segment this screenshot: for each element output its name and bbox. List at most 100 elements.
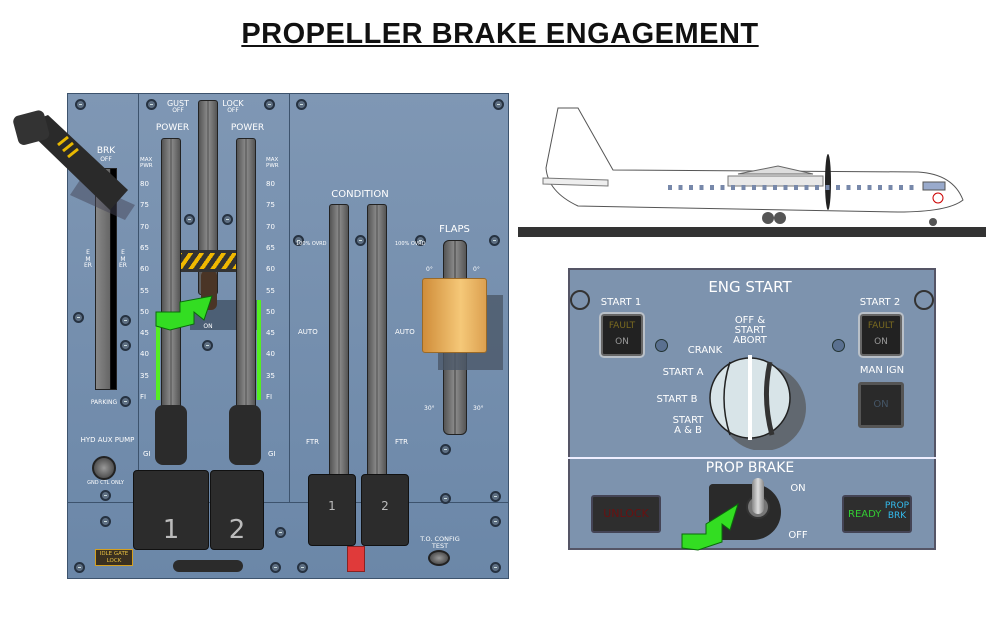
fastener-icon bbox=[570, 290, 590, 310]
screw bbox=[832, 339, 845, 352]
gust-label: GUST bbox=[166, 99, 190, 108]
screw bbox=[73, 312, 84, 323]
cond-ftr-right: FTR bbox=[395, 438, 409, 446]
condition-lever-2-number: 2 bbox=[381, 499, 389, 513]
power-lever-1-number: 1 bbox=[162, 515, 180, 545]
start1-button[interactable]: FAULT ON bbox=[601, 314, 643, 356]
power-scale-tick: 45 bbox=[266, 329, 275, 338]
power-scale-tick: 75 bbox=[266, 201, 275, 210]
screw bbox=[75, 99, 86, 110]
prop-brk-label: PROP BRK bbox=[884, 501, 910, 521]
start2-on-light: ON bbox=[874, 337, 888, 347]
aircraft-window bbox=[762, 185, 767, 190]
power-lever-2[interactable]: 2 bbox=[210, 470, 264, 550]
aircraft-window bbox=[741, 185, 746, 190]
fastener-icon bbox=[914, 290, 934, 310]
flaps-0-left: 0° bbox=[426, 266, 433, 273]
fuel-so-guard[interactable] bbox=[347, 546, 365, 572]
power-lever-track-2 bbox=[236, 138, 256, 413]
screw bbox=[490, 562, 501, 573]
screw bbox=[120, 340, 131, 351]
start1-fault-light: FAULT bbox=[608, 321, 636, 331]
reverse-handle[interactable] bbox=[173, 560, 243, 572]
aircraft-window bbox=[846, 185, 851, 190]
flaps-handle[interactable] bbox=[422, 278, 487, 353]
power-lever-shaft-1[interactable] bbox=[155, 405, 187, 465]
prop-brake-toggle-switch[interactable] bbox=[752, 478, 764, 514]
cond-auto-right: AUTO bbox=[395, 328, 415, 336]
screw bbox=[275, 527, 286, 538]
cond-ovrd-right: 100% OVRD bbox=[395, 241, 426, 247]
hyd-aux-pump-label: HYD AUX PUMP bbox=[80, 436, 135, 444]
screw bbox=[355, 235, 366, 246]
gi-label-left: GI bbox=[143, 450, 151, 458]
aircraft-window bbox=[794, 185, 798, 190]
to-config-test-label: T.O. CONFIG TEST bbox=[420, 535, 460, 550]
aircraft-window bbox=[720, 185, 725, 190]
power-range-left bbox=[156, 318, 160, 400]
green-arrow-icon bbox=[155, 295, 213, 331]
green-arrow-icon bbox=[681, 502, 739, 551]
brk-off-label: OFF bbox=[100, 156, 112, 163]
condition-lever-1[interactable]: 1 bbox=[308, 474, 356, 546]
condition-lever-track-1 bbox=[329, 204, 349, 479]
start2-fault-light: FAULT bbox=[867, 321, 895, 331]
power-scale-tick: 55 bbox=[140, 286, 149, 295]
brk-label: BRK bbox=[96, 146, 116, 156]
power-scale-tick: FI bbox=[140, 393, 147, 401]
power-scale-tick: 60 bbox=[140, 265, 149, 274]
condition-lever-1-number: 1 bbox=[328, 499, 336, 513]
start2-button[interactable]: FAULT ON bbox=[860, 314, 902, 356]
power-lever-2-number: 2 bbox=[228, 515, 246, 545]
screw bbox=[120, 315, 131, 326]
screw bbox=[146, 99, 157, 110]
atr-aircraft-illustration bbox=[518, 107, 986, 237]
power-scale-tick: 35 bbox=[266, 371, 275, 380]
screw bbox=[293, 235, 304, 246]
screw bbox=[415, 235, 426, 246]
aircraft-window bbox=[689, 185, 693, 190]
power-scale-tick: 80 bbox=[140, 180, 149, 188]
idle-gate-lock-button[interactable]: IDLE GATE LOCK bbox=[95, 549, 133, 566]
power-scale-tick: 40 bbox=[266, 350, 275, 359]
aircraft-window bbox=[867, 185, 872, 190]
parking-brake-handle[interactable] bbox=[10, 105, 140, 235]
aircraft-window bbox=[783, 185, 788, 190]
power-scale-tick: MAX PWR bbox=[140, 157, 153, 169]
cond-auto-left: AUTO bbox=[298, 328, 318, 336]
power-left-label: POWER bbox=[155, 123, 190, 133]
power-scale-tick: 40 bbox=[140, 350, 149, 359]
gust-on-label: ON bbox=[203, 323, 213, 330]
cond-ovrd-left: 100% OVRD bbox=[296, 241, 327, 247]
aircraft-window bbox=[804, 185, 809, 190]
aircraft-window bbox=[888, 185, 893, 190]
aircraft-window bbox=[710, 185, 714, 190]
hyd-aux-pump-button[interactable] bbox=[92, 456, 116, 480]
aircraft-window bbox=[678, 185, 683, 190]
selector-start-b-label: START B bbox=[656, 394, 698, 405]
cond-ftr-left: FTR bbox=[306, 438, 320, 446]
eng-start-selector-knob[interactable] bbox=[700, 350, 810, 450]
flaps-0-right: 0° bbox=[473, 266, 480, 273]
start1-on-light: ON bbox=[615, 337, 629, 347]
condition-lever-2[interactable]: 2 bbox=[361, 474, 409, 546]
power-scale-tick: 65 bbox=[266, 243, 275, 252]
gust-off-label: OFF bbox=[172, 107, 184, 114]
screw bbox=[222, 214, 233, 225]
aircraft-window bbox=[909, 185, 914, 190]
selector-start-a-label: START A bbox=[662, 367, 704, 378]
condition-lever-track-2 bbox=[367, 204, 387, 479]
screw bbox=[184, 214, 195, 225]
aircraft-window bbox=[773, 185, 777, 190]
power-lever-1[interactable]: 1 bbox=[133, 470, 209, 550]
power-lever-shaft-2[interactable] bbox=[229, 405, 261, 465]
to-config-test-button[interactable] bbox=[428, 550, 450, 566]
aircraft-window bbox=[699, 185, 704, 190]
man-ign-button[interactable]: ON bbox=[858, 382, 904, 428]
gi-label-right: GI bbox=[268, 450, 276, 458]
power-lever-track-1 bbox=[161, 138, 181, 413]
power-scale-tick: 50 bbox=[140, 307, 149, 316]
selector-start-ab-label: START A & B bbox=[672, 415, 704, 436]
